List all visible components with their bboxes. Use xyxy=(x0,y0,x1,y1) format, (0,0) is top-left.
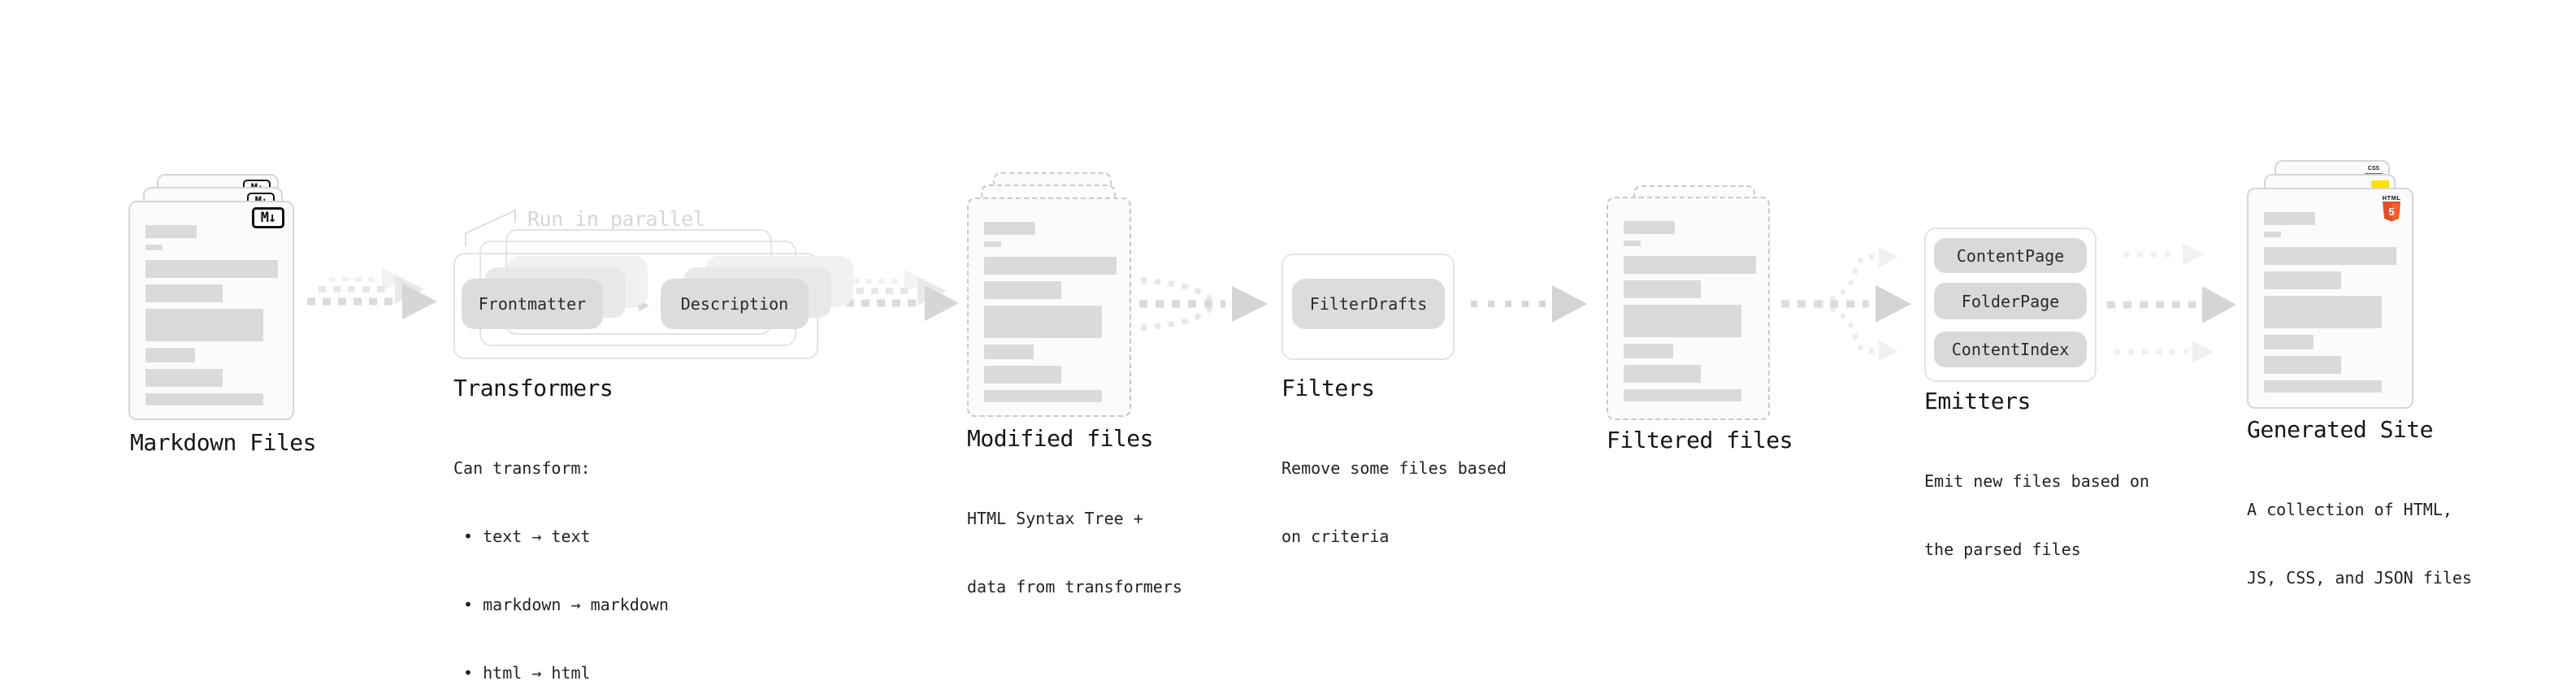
text-line-placeholder xyxy=(145,225,197,238)
text-line-placeholder xyxy=(984,390,1102,402)
desc-line: A collection of HTML, xyxy=(2247,500,2452,519)
transformer-output-box: Description xyxy=(661,279,809,329)
transformers-description: Can transform: • text → text • markdown … xyxy=(453,411,669,681)
text-line-placeholder xyxy=(2264,380,2382,393)
modified-file-front xyxy=(967,197,1131,417)
text-line-placeholder xyxy=(1624,389,1741,401)
text-line-placeholder xyxy=(2264,212,2315,225)
file-content-placeholder xyxy=(2264,212,2396,399)
text-line-placeholder xyxy=(1624,344,1673,358)
arrow-modified-to-filters xyxy=(1139,277,1268,331)
generated-site-title: Generated Site xyxy=(2247,416,2434,443)
desc-line: Emit new files based on xyxy=(1924,471,2149,491)
emitter-folder-page: FolderPage xyxy=(1934,283,2087,319)
text-line-placeholder xyxy=(145,284,223,302)
text-line-placeholder xyxy=(984,345,1034,359)
desc-line: on criteria xyxy=(1281,527,1390,546)
text-line-placeholder xyxy=(984,281,1061,299)
filter-drafts-box: FilterDrafts xyxy=(1292,279,1445,329)
arrow-markdown-to-transformers xyxy=(307,268,437,319)
text-line-placeholder xyxy=(984,222,1035,235)
generated-site-description: A collection of HTML, JS, CSS, and JSON … xyxy=(2247,453,2472,635)
html5-word: HTML xyxy=(2382,194,2401,202)
text-line-placeholder xyxy=(145,393,263,406)
svg-text:5: 5 xyxy=(2388,206,2394,218)
desc-line: • html → html xyxy=(453,663,591,681)
text-line-placeholder xyxy=(1624,256,1756,274)
text-line-placeholder xyxy=(1624,280,1701,298)
html5-shield: 5 xyxy=(2383,202,2400,222)
desc-line: data from transformers xyxy=(967,577,1182,596)
text-line-placeholder xyxy=(2264,356,2341,374)
html5-icon: HTML 5 xyxy=(2381,194,2402,226)
text-line-placeholder xyxy=(145,369,223,387)
modified-files-description: HTML Syntax Tree + data from transformer… xyxy=(967,462,1182,644)
desc-line: HTML Syntax Tree + xyxy=(967,509,1143,528)
arrow-transformers-to-modified xyxy=(830,270,959,321)
text-line-placeholder xyxy=(2264,335,2314,349)
text-line-placeholder xyxy=(1624,305,1741,337)
emitter-content-page: ContentPage xyxy=(1934,238,2087,273)
text-line-placeholder xyxy=(145,260,278,278)
file-content-placeholder xyxy=(1624,221,1756,408)
emitters-description: Emit new files based on the parsed files xyxy=(1924,424,2149,606)
file-content-placeholder xyxy=(984,222,1117,409)
desc-line: Can transform: xyxy=(453,458,591,478)
emitter-content-index: ContentIndex xyxy=(1934,332,2087,367)
transformers-title: Transformers xyxy=(453,375,614,401)
text-line-placeholder xyxy=(984,257,1117,275)
arrow-filtered-to-emitters xyxy=(1781,246,1911,362)
run-in-parallel-label: Run in parallel xyxy=(527,207,705,231)
text-line-placeholder xyxy=(2264,296,2382,328)
text-line-placeholder xyxy=(2264,247,2396,265)
run-in-parallel-leader xyxy=(465,209,516,246)
arrow-filters-to-filtered xyxy=(1471,285,1587,323)
desc-line: • text → text xyxy=(453,527,591,546)
desc-line: • markdown → markdown xyxy=(453,595,669,614)
filters-title: Filters xyxy=(1281,375,1375,401)
text-line-placeholder xyxy=(984,306,1102,338)
filtered-files-title: Filtered files xyxy=(1607,427,1793,453)
text-line-placeholder xyxy=(1624,241,1641,246)
desc-line: Remove some files based xyxy=(1281,458,1507,478)
desc-line: the parsed files xyxy=(1924,540,2081,559)
file-content-placeholder xyxy=(145,225,278,412)
text-line-placeholder xyxy=(984,366,1061,384)
text-line-placeholder xyxy=(2264,232,2281,237)
markdown-files-title: Markdown Files xyxy=(130,429,317,456)
text-line-placeholder xyxy=(145,309,263,341)
text-line-placeholder xyxy=(1624,221,1675,234)
text-line-placeholder xyxy=(145,348,195,362)
filtered-file-front xyxy=(1607,197,1770,420)
arrow-emitters-to-generated xyxy=(2107,243,2236,363)
filters-description: Remove some files based on criteria xyxy=(1281,411,1507,593)
emitters-title: Emitters xyxy=(1924,388,2031,414)
desc-line: JS, CSS, and JSON files xyxy=(2247,568,2472,588)
markdown-icon: M↓ xyxy=(252,207,284,228)
text-line-placeholder xyxy=(1624,365,1701,383)
text-line-placeholder xyxy=(145,245,163,250)
transformer-input-box: Frontmatter xyxy=(462,279,603,329)
text-line-placeholder xyxy=(984,241,1001,247)
modified-files-title: Modified files xyxy=(967,425,1154,452)
markdown-file-front: M↓ xyxy=(128,201,294,420)
generated-file-html: HTML 5 xyxy=(2247,188,2413,409)
text-line-placeholder xyxy=(2264,271,2341,289)
